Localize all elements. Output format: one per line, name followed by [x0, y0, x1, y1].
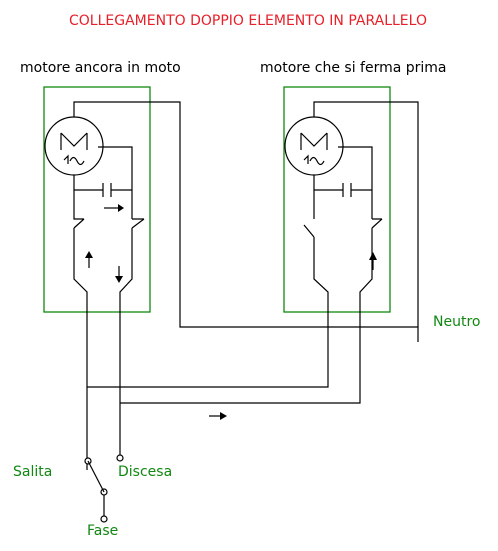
right-internal-arrow-up-head	[369, 252, 377, 260]
diagram-title: COLLEGAMENTO DOPPIO ELEMENTO IN PARALLEL…	[69, 13, 427, 29]
right-capacitor-icon	[342, 183, 352, 197]
fase-input-terminal	[100, 515, 108, 523]
direction-switch	[84, 454, 124, 523]
left-motor-unit	[43, 86, 419, 470]
left-motor-symbol-icon	[44, 116, 104, 176]
right-motor-right-contact	[120, 218, 383, 404]
left-internal-arrow-down-head	[115, 276, 123, 283]
left-motor-label: motore ancora in moto	[20, 60, 181, 76]
right-motor-winding-right	[338, 146, 373, 219]
left-motor-enclosure	[43, 86, 151, 313]
fase-label: Fase	[87, 523, 118, 539]
salita-label: Salita	[13, 464, 52, 480]
left-internal-arrow-up-head	[85, 251, 93, 258]
left-motor-winding-right	[98, 146, 133, 219]
neutral-wire-right	[313, 101, 419, 327]
right-motor-enclosure	[283, 86, 391, 313]
right-motor-label: motore che si ferma prima	[260, 60, 447, 76]
discesa-terminal	[116, 454, 124, 462]
neutral-wire-left	[73, 101, 419, 342]
switch-lever	[87, 460, 105, 493]
right-motor-symbol-icon	[284, 116, 344, 176]
left-capacitor-icon	[102, 183, 112, 197]
left-motor-right-contact	[119, 218, 145, 455]
right-motor-left-contact	[87, 190, 329, 388]
neutro-label: Neutro	[433, 314, 480, 330]
right-motor-unit	[87, 86, 419, 404]
left-motor-left-contact	[73, 190, 88, 470]
flow-arrow-head	[220, 412, 227, 420]
discesa-label: Discesa	[118, 464, 172, 480]
left-internal-arrow-right-head	[118, 204, 124, 212]
